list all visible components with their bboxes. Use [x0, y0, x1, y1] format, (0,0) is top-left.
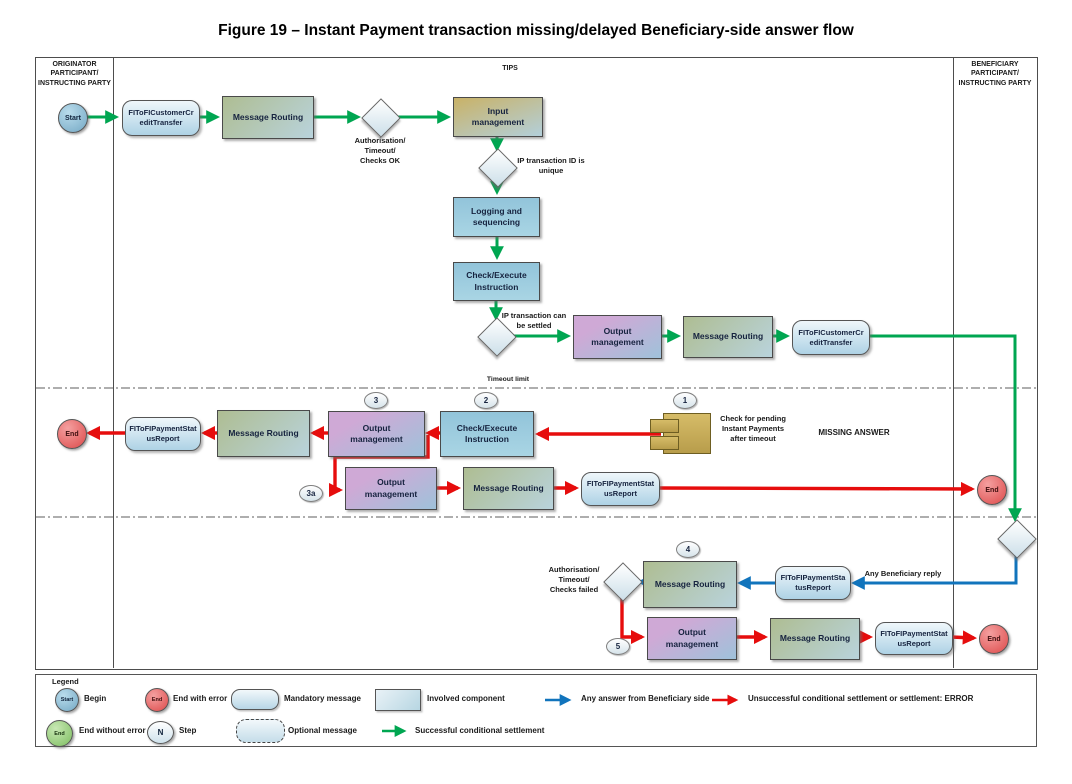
- legend-box: [35, 674, 1037, 747]
- legend-start-marker: Start: [55, 688, 79, 712]
- label-auth-ok: Authorisation/ Timeout/ Checks OK: [354, 136, 406, 166]
- figure-title: Figure 19 – Instant Payment transaction …: [218, 22, 854, 39]
- component-message-routing-1: Message Routing: [222, 96, 314, 139]
- diagram-frame: [35, 57, 1038, 670]
- label-missing-answer: MISSING ANSWER: [818, 428, 890, 437]
- component-output-management-1: Output management: [573, 315, 662, 359]
- label-auth-failed: Authorisation/ Timeout/ Checks failed: [548, 565, 600, 595]
- component-message-routing-5: Message Routing: [770, 618, 860, 660]
- message-fitofi-credittransfer-1: FIToFICustomerCr editTransfer: [122, 100, 200, 136]
- label-can-settle: IP transaction can be settled: [501, 311, 567, 331]
- legend-any-answer-label: Any answer from Beneficiary side: [581, 694, 710, 703]
- step-badge-5: 5: [606, 638, 630, 655]
- lane-header-tips: TIPS: [502, 65, 518, 72]
- message-paymentstatusreport-5: FIToFIPaymentStat usReport: [875, 622, 953, 655]
- label-timeout-limit: Timeout limit: [486, 376, 530, 383]
- component-output-management-3a: Output management: [345, 467, 437, 510]
- legend-component-shape: [375, 689, 421, 711]
- component-logging-sequencing: Logging and sequencing: [453, 197, 540, 237]
- timer-component-tab-bottom: [650, 436, 679, 450]
- step-badge-2: 2: [474, 392, 498, 409]
- component-message-routing-4: Message Routing: [643, 561, 737, 608]
- legend-end-with-error-label: End with error: [173, 694, 228, 703]
- lane-header-beneficiary: BENEFICIARY PARTICIPANT/ INSTRUCTING PAR…: [958, 61, 1032, 87]
- label-id-unique: IP transaction ID is unique: [517, 156, 585, 176]
- end-event-5: End: [979, 624, 1009, 654]
- legend-end-error-marker: End: [145, 688, 169, 712]
- legend-mandatory-shape: [231, 689, 279, 710]
- legend-end-without-error-label: End without error: [79, 726, 146, 735]
- legend-title: Legend: [52, 677, 79, 686]
- step-badge-4: 4: [676, 541, 700, 558]
- legend-successful-label: Successful conditional settlement: [415, 726, 545, 735]
- component-message-routing-3a: Message Routing: [463, 467, 554, 510]
- component-check-execute-2: Check/Execute Instruction: [440, 411, 534, 457]
- label-any-reply: Any Beneficiary reply: [864, 569, 942, 578]
- legend-involved-label: Involved component: [427, 694, 505, 703]
- step-badge-3a: 3a: [299, 485, 323, 502]
- legend-step-marker: N: [147, 721, 174, 744]
- end-event-3a: End: [977, 475, 1007, 505]
- message-paymentstatusreport-3a: FIToFIPaymentStat usReport: [581, 472, 660, 506]
- legend-optional-label: Optional message: [288, 726, 357, 735]
- component-check-execute-1: Check/Execute Instruction: [453, 262, 540, 301]
- message-paymentstatusreport-beneficiary: FIToFIPaymentSta tusReport: [775, 566, 851, 600]
- component-message-routing-2: Message Routing: [683, 316, 773, 358]
- start-event: Start: [58, 103, 88, 133]
- legend-end-ok-marker: End: [46, 720, 73, 747]
- legend-begin-label: Begin: [84, 694, 107, 703]
- legend-step-label: Step: [179, 726, 197, 735]
- legend-mandatory-label: Mandatory message: [284, 694, 361, 703]
- red-flow: [85, 425, 978, 645]
- component-output-management-3: Output management: [328, 411, 425, 457]
- message-fitofi-credittransfer-2: FIToFICustomerCr editTransfer: [792, 320, 870, 355]
- label-check-pending: Check for pending Instant Payments after…: [720, 414, 786, 444]
- legend-optional-shape: [236, 719, 285, 743]
- component-output-management-5: Output management: [647, 617, 737, 660]
- lane-header-originator: ORIGINATOR PARTICIPANT/ INSTRUCTING PART…: [38, 61, 111, 87]
- timer-component-tab-top: [650, 419, 679, 433]
- green-flow: [86, 110, 1022, 523]
- component-input-management: Input management: [453, 97, 543, 137]
- lane-divider-left: [113, 57, 114, 668]
- legend-unsuccessful-label: Unsuccessful conditional settlement or s…: [748, 694, 974, 703]
- component-message-routing-timeout: Message Routing: [217, 410, 310, 457]
- step-badge-3: 3: [364, 392, 388, 409]
- message-paymentstatusreport-originator: FIToFIPaymentStat usReport: [125, 417, 201, 451]
- end-event-originator: End: [57, 419, 87, 449]
- lane-divider-right: [953, 57, 954, 668]
- step-badge-1: 1: [673, 392, 697, 409]
